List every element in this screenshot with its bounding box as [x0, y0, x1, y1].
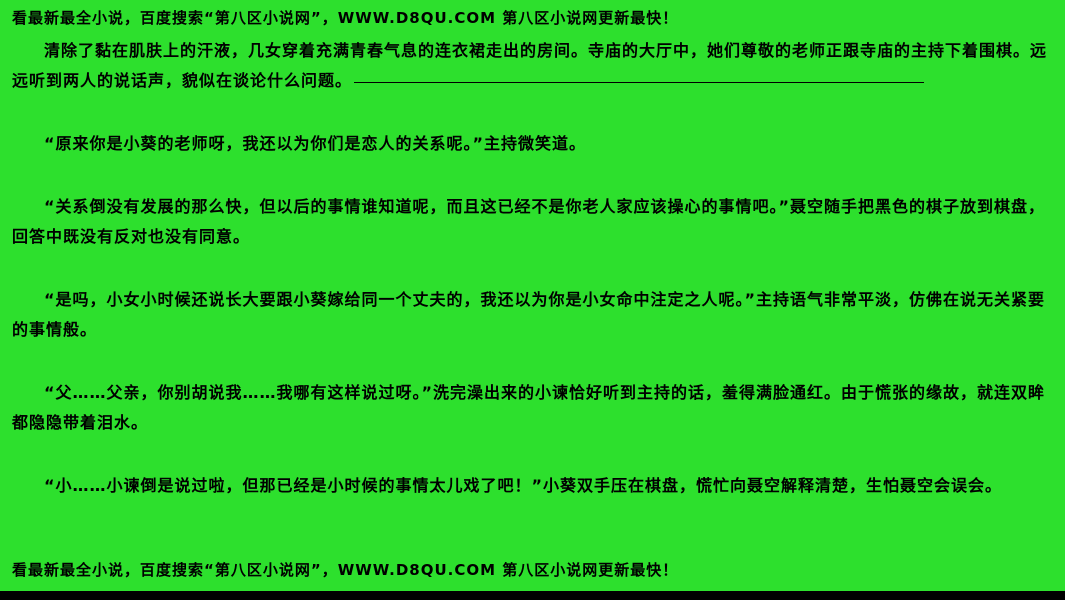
paragraph: “原来你是小葵的老师呀，我还以为你们是恋人的关系呢。”主持微笑道。 [44, 134, 587, 153]
promo-footer: 看最新最全小说，百度搜索“第八区小说网”，WWW.D8QU.COM 第八区小说网… [12, 561, 679, 579]
paragraph: “父……父亲，你别胡说我……我哪有这样说过呀。”洗完澡出来的小谏恰好听到主持的话… [12, 383, 1046, 432]
page-content: 看最新最全小说，百度搜索“第八区小说网”，WWW.D8QU.COM 第八区小说网… [0, 9, 1065, 600]
divider-line [354, 82, 925, 83]
paragraph: “是吗，小女小时候还说长大要跟小葵嫁给同一个丈夫的，我还以为你是小女命中注定之人… [12, 290, 1046, 339]
paragraph: “小……小谏倒是说过啦，但那已经是小时候的事情太儿戏了吧！”小葵双手压在棋盘，慌… [44, 476, 1003, 495]
bottom-bar [0, 591, 1065, 600]
paragraph: “关系倒没有发展的那么快，但以后的事情谁知道呢，而且这已经不是你老人家应该操心的… [12, 197, 1046, 246]
paragraph-text: 清除了黏在肌肤上的汗液，几女穿着充满青春气息的连衣裙走出的房间。寺庙的大厅中，她… [12, 41, 1048, 90]
paragraph: 清除了黏在肌肤上的汗液，几女穿着充满青春气息的连衣裙走出的房间。寺庙的大厅中，她… [12, 36, 1051, 96]
promo-header: 看最新最全小说，百度搜索“第八区小说网”，WWW.D8QU.COM 第八区小说网… [12, 9, 679, 27]
novel-text: 清除了黏在肌肤上的汗液，几女穿着充满青春气息的连衣裙走出的房间。寺庙的大厅中，她… [12, 36, 1051, 501]
